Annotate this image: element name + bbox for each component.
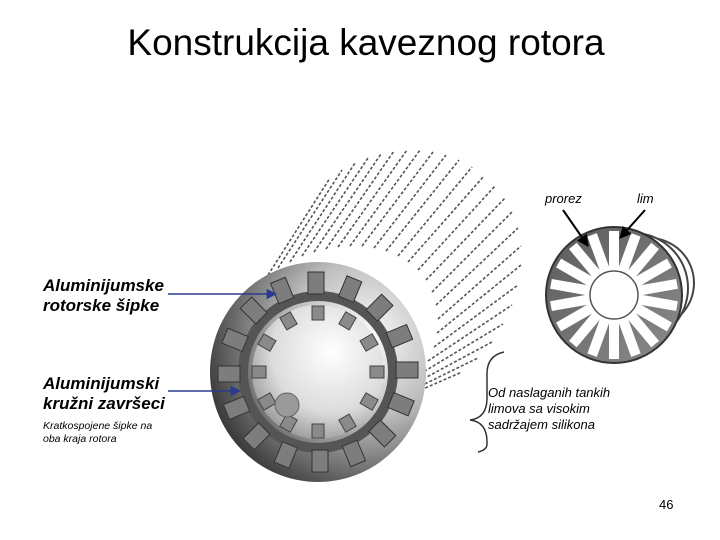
laminations-label-line3: sadržajem silikona [488,417,610,433]
end-rings-label: Aluminijumski kružni završeci [43,374,165,414]
short-circuit-label-line1: Kratkospojene šipke na [43,420,152,433]
end-rings-label-line1: Aluminijumski [43,374,165,394]
rotor-bars-label-line1: Aluminijumske [43,276,164,296]
laminations-label: Od naslaganih tankih limova sa visokim s… [488,385,610,433]
sheet-label: lim [637,191,654,206]
short-circuit-label: Kratkospojene šipke na oba kraja rotora [43,420,152,446]
page-number: 46 [659,497,673,512]
laminations-label-line2: limova sa visokim [488,401,610,417]
laminations-label-line1: Od naslaganih tankih [488,385,610,401]
lamination-stack [546,227,694,363]
rotor-bars-label-line2: rotorske šipke [43,296,164,316]
rotor-end-ring [210,262,426,482]
rotor-bars-label: Aluminijumske rotorske šipke [43,276,164,316]
end-rings-label-line2: kružni završeci [43,394,165,414]
slot-label: prorez [545,191,582,206]
short-circuit-label-line2: oba kraja rotora [43,433,152,446]
